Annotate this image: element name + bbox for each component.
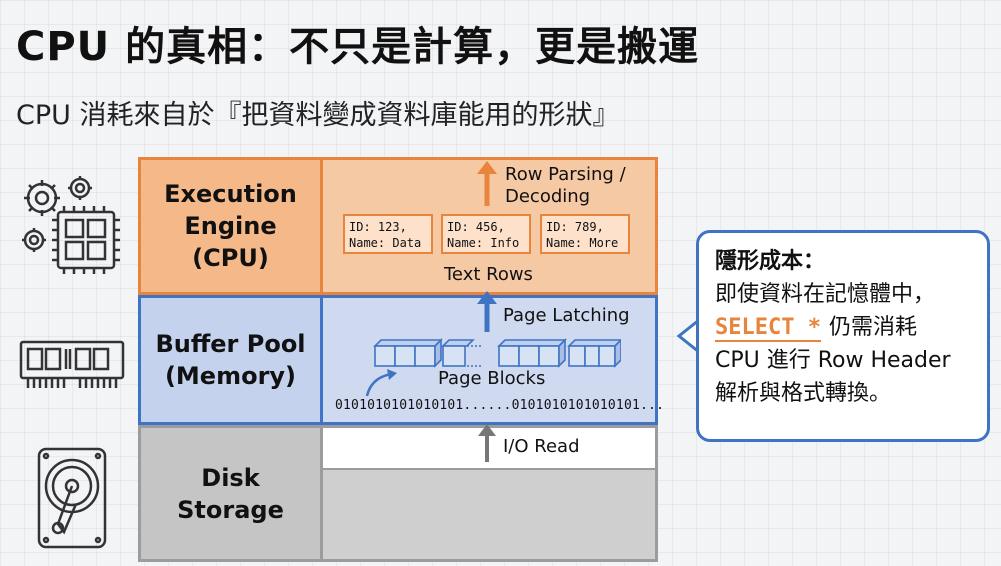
- callout-pointer: [676, 318, 700, 354]
- layer-name-line: (CPU): [192, 244, 269, 272]
- execution-engine-label: Execution Engine (CPU): [141, 160, 323, 292]
- up-arrow-icon: [478, 424, 496, 462]
- layer-name-line: Buffer Pool: [155, 330, 306, 358]
- disk-storage-label: Disk Storage: [141, 428, 323, 559]
- layer-name-line: Execution: [164, 180, 297, 208]
- hard-disk-icon: [37, 447, 107, 549]
- callout-text: 仍需消耗: [828, 315, 917, 340]
- buffer-pool-label: Buffer Pool (Memory): [141, 298, 323, 422]
- disk-storage-layer: Disk Storage I/O Read: [138, 424, 658, 562]
- architecture-stack: Execution Engine (CPU) Row Parsing / Dec…: [138, 157, 664, 562]
- binary-data-stream: 0101010101010101......0101010101010101..…: [335, 398, 665, 413]
- page-latching-label: Page Latching: [503, 305, 630, 326]
- hidden-cost-callout: 隱形成本： 即使資料在記憶體中， SELECT * 仍需消耗 CPU 進行 Row…: [696, 230, 990, 442]
- callout-heading: 隱形成本：: [715, 249, 826, 274]
- callout-line: 即使資料在記憶體中，: [715, 282, 936, 307]
- curved-arrow-icon: [365, 369, 397, 397]
- page-title: CPU 的真相：不只是計算，更是搬運: [16, 24, 700, 70]
- execution-engine-layer: Execution Engine (CPU) Row Parsing / Dec…: [138, 157, 658, 295]
- select-star-keyword: SELECT *: [715, 315, 821, 342]
- memory-module-icon: [19, 340, 125, 388]
- layer-name-line: Disk: [201, 463, 260, 492]
- page-blocks-illustration: [373, 338, 621, 368]
- text-row-record: ID: 456, Name: Info: [441, 214, 531, 254]
- up-arrow-icon: [477, 161, 497, 206]
- page-subtitle: CPU 消耗來自於『把資料變成資料庫能用的形狀』: [16, 100, 620, 131]
- gears-chip-icon: [22, 176, 120, 274]
- row-parsing-label: Row Parsing / Decoding: [505, 164, 626, 207]
- up-arrow-icon: [477, 291, 497, 332]
- layer-name-line: Engine: [184, 212, 277, 240]
- text-rows-caption: Text Rows: [444, 264, 533, 285]
- text-row-record: ID: 789, Name: More: [540, 214, 630, 254]
- callout-line: CPU 進行 Row Header: [715, 348, 951, 373]
- page-blocks-label: Page Blocks: [438, 368, 546, 389]
- buffer-pool-layer: Buffer Pool (Memory) Page Latching: [138, 291, 664, 425]
- layer-name-line: (Memory): [164, 362, 297, 390]
- text-row-record: ID: 123, Name: Data: [343, 214, 433, 254]
- callout-line: 解析與格式轉換。: [715, 381, 892, 406]
- layer-name-line: Storage: [177, 495, 284, 524]
- io-read-label: I/O Read: [503, 436, 580, 457]
- callout-line: SELECT * 仍需消耗: [715, 311, 971, 344]
